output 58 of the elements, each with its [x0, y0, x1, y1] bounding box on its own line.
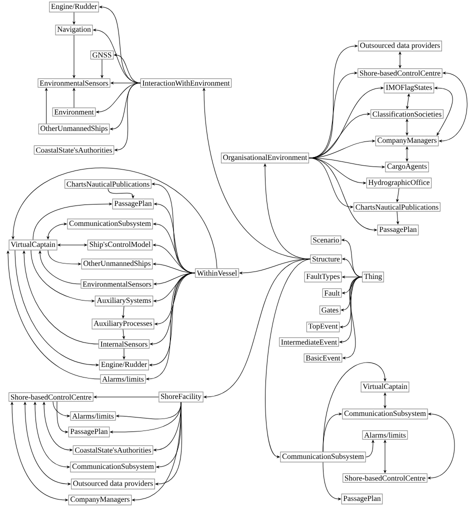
- arrow: [72, 12, 76, 24]
- arrow: [45, 88, 48, 124]
- arrow: [6, 250, 100, 380]
- arrow: [42, 402, 72, 452]
- arrow: [322, 462, 341, 500]
- arrow: [153, 262, 196, 274]
- arrow: [396, 211, 399, 224]
- arrow: [264, 164, 310, 260]
- arrow: [398, 52, 402, 68]
- arrow: [384, 392, 386, 408]
- arrow: [100, 59, 104, 78]
- arrow: [308, 140, 375, 158]
- arrow: [14, 250, 99, 366]
- arrow: [56, 401, 68, 434]
- arrow: [154, 272, 196, 326]
- arrow: [406, 119, 408, 136]
- arrow: [122, 348, 126, 360]
- arrow: [110, 82, 141, 84]
- arrow: [406, 146, 408, 162]
- arrow: [434, 86, 453, 136]
- arrow: [406, 94, 410, 109]
- arrow: [34, 402, 70, 468]
- arrow: [342, 276, 362, 278]
- arrow: [58, 244, 88, 246]
- arrow: [12, 168, 218, 269]
- arrow: [384, 440, 386, 474]
- arrow: [322, 412, 342, 452]
- arrow: [265, 258, 310, 458]
- arrow: [72, 88, 76, 108]
- arrow: [108, 188, 134, 198]
- arrow: [48, 250, 81, 266]
- arrow: [94, 396, 159, 398]
- arrow: [46, 222, 67, 240]
- arrow: [110, 82, 141, 130]
- arrow: [396, 188, 400, 202]
- arrow: [439, 72, 468, 142]
- arrow: [146, 272, 196, 380]
- arrow: [342, 258, 362, 278]
- arrow: [204, 258, 310, 398]
- arrow: [24, 402, 71, 486]
- arrow: [308, 158, 377, 232]
- arrow: [72, 34, 76, 78]
- arrow: [132, 402, 182, 502]
- arrow: [340, 276, 362, 312]
- arrow: [366, 440, 374, 458]
- arrow: [30, 250, 94, 302]
- arrow: [308, 158, 385, 168]
- arrow: [342, 276, 362, 360]
- arrow: [114, 82, 141, 152]
- arrow: [32, 202, 112, 240]
- arrow: [22, 250, 99, 344]
- arrow: [122, 329, 125, 340]
- arrow: [10, 402, 68, 502]
- arrow: [154, 272, 196, 286]
- arrow: [428, 412, 455, 480]
- arrow: [38, 250, 81, 284]
- arrow: [52, 401, 70, 418]
- arrow: [122, 306, 124, 318]
